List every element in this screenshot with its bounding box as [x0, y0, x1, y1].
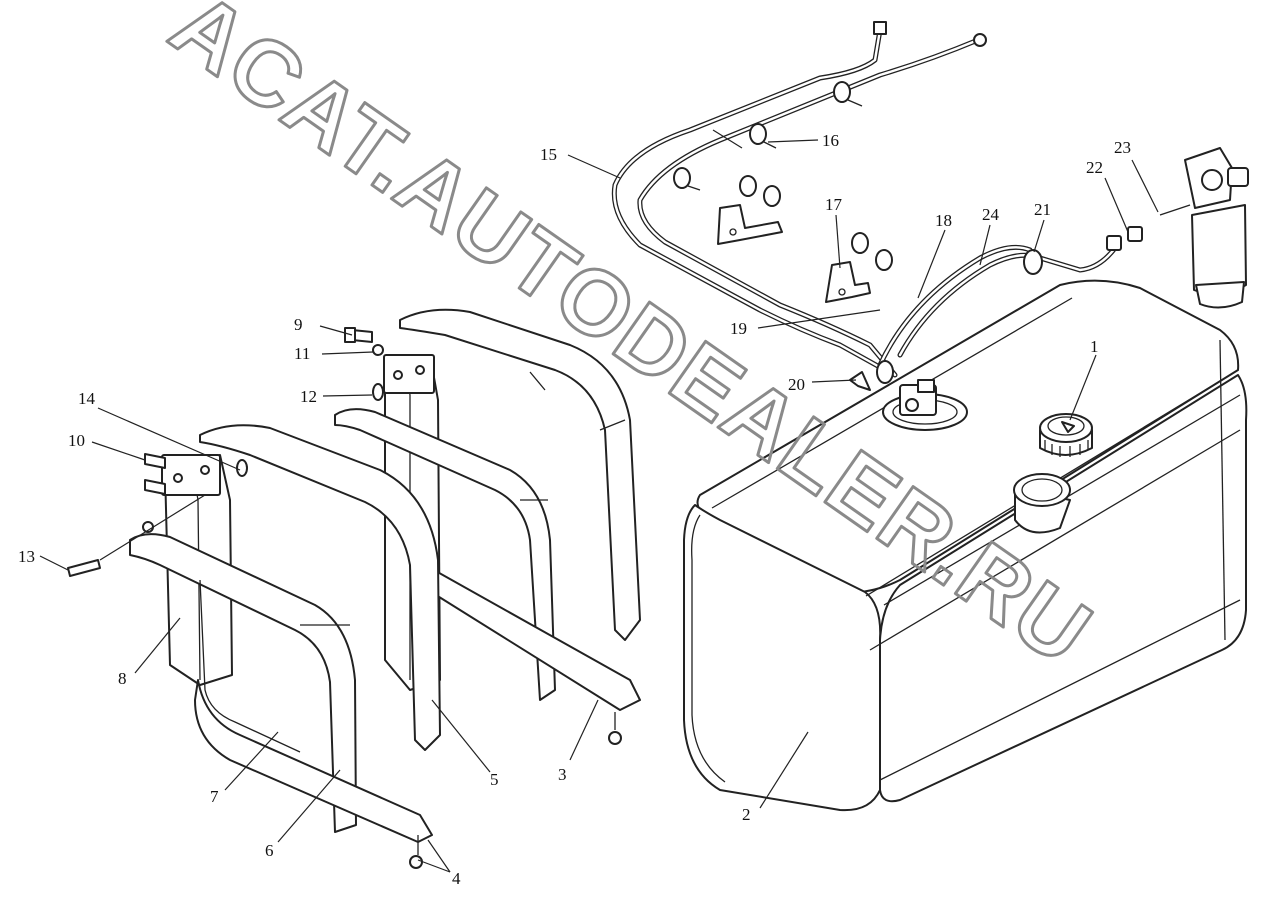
- filler-neck: [1013, 473, 1071, 534]
- callout-labels: 1 2 3 4 5 6 7 8 9 10 11 12 13 14 15 16 1…: [18, 131, 1131, 888]
- callout-19: 19: [730, 319, 747, 338]
- callout-2: 2: [742, 805, 751, 824]
- callout-22: 22: [1086, 158, 1103, 177]
- callout-1: 1: [1090, 337, 1099, 356]
- front-bracket-assembly: [129, 424, 441, 869]
- callout-11: 11: [294, 344, 310, 363]
- callout-16: 16: [822, 131, 839, 150]
- callout-14: 14: [78, 389, 96, 408]
- callout-3: 3: [558, 765, 567, 784]
- callout-8: 8: [118, 669, 127, 688]
- callout-24: 24: [982, 205, 1000, 224]
- fuel-lines: [611, 21, 1143, 384]
- pipe-clips: [673, 81, 893, 271]
- fuel-sender-flange: [882, 379, 968, 431]
- callout-17: 17: [825, 195, 843, 214]
- callout-23: 23: [1114, 138, 1131, 157]
- callout-9: 9: [294, 315, 303, 334]
- callout-13: 13: [18, 547, 35, 566]
- callout-4: 4: [452, 869, 461, 888]
- rear-bracket-assembly: [334, 308, 641, 745]
- fuel-filter: [1159, 147, 1249, 309]
- callout-12: 12: [300, 387, 317, 406]
- leader-lines: [39, 129, 1159, 873]
- callout-6: 6: [265, 841, 274, 860]
- fuel-tank: [683, 279, 1248, 812]
- callout-15: 15: [540, 145, 557, 164]
- callout-10: 10: [68, 431, 85, 450]
- callout-7: 7: [210, 787, 219, 806]
- callout-5: 5: [490, 770, 499, 789]
- fuel-cap: [1039, 413, 1093, 457]
- callout-18: 18: [935, 211, 952, 230]
- clip-20: [849, 371, 871, 391]
- callout-20: 20: [788, 375, 805, 394]
- callout-21: 21: [1034, 200, 1051, 219]
- clip-brackets: [717, 204, 871, 303]
